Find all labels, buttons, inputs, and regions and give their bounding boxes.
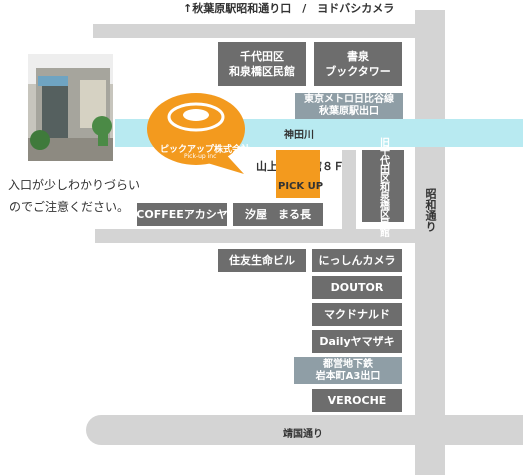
toei-subway-exit: 都営地下鉄 岩本町A3出口	[294, 357, 402, 384]
old-chiyoda-izumibashi-hall: 旧千代田区和泉橋区民館	[362, 137, 404, 236]
top-road	[93, 24, 443, 38]
veroche: VEROCHE	[312, 389, 402, 412]
pickup-target-label: PICK UP	[278, 181, 324, 192]
tokyo-metro-exit: 東京メトロ日比谷線 秋葉原駅出口	[295, 93, 403, 119]
daily-yamazaki: Dailyヤマザキ	[312, 330, 402, 353]
shosen-book-tower: 書泉 ブックタワー	[314, 42, 402, 86]
yamagami-building-east	[276, 150, 320, 198]
side-street-vertical	[342, 150, 356, 230]
doutor: DOUTOR	[312, 276, 402, 299]
mcdonalds: マクドナルド	[312, 303, 402, 326]
nisshin-camera: にっしんカメラ	[312, 249, 402, 272]
showa-dori-road	[415, 10, 445, 475]
entrance-photo	[28, 54, 113, 161]
pickup-logo-bubble	[147, 93, 245, 174]
photo-caption: 入口が少しわかりづらい のでご注意ください。	[8, 178, 141, 214]
logo-name: ピックアップ株式会社	[160, 145, 251, 155]
coffee-akashiya: COFFEEアカシヤ	[136, 203, 228, 226]
yasukuni-dori-label: 靖国通り	[283, 429, 323, 440]
chiyoda-ku-izumibashi-hall: 千代田区 和泉橋区民館	[218, 42, 306, 86]
top-direction-label: ↑秋葉原駅昭和通り口 / ヨドバシカメラ	[183, 2, 395, 15]
sumitomo-seimei-building: 住友生命ビル	[218, 249, 306, 272]
logo-sub: Pick-up inc	[184, 153, 217, 160]
middle-road	[95, 229, 420, 243]
river-label: 神田川	[284, 130, 314, 141]
yasukuni-dori-road	[86, 415, 523, 445]
showa-dori-label: 昭和通り	[424, 188, 437, 232]
shioya-marucho: 汐屋 まる長	[233, 203, 323, 226]
